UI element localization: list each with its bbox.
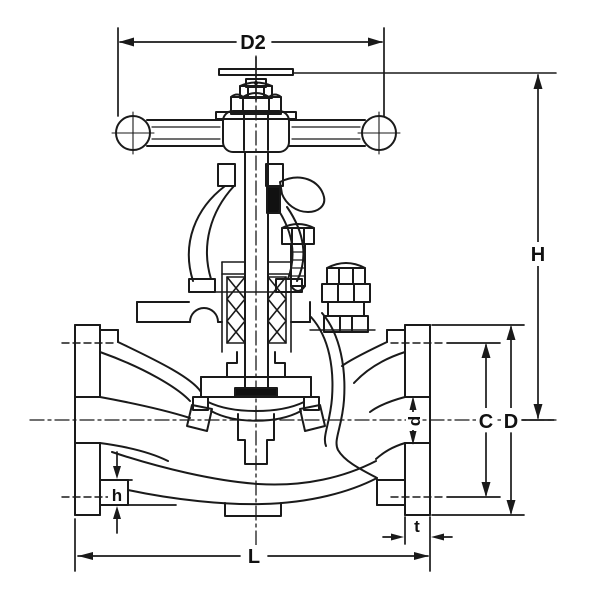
dimension-t [382, 516, 453, 545]
dimension-d-flange [431, 324, 525, 516]
stuffing-box-packing [221, 261, 292, 353]
dimension-h [521, 74, 555, 421]
dim-label-height: H [531, 244, 545, 266]
dimension-d2 [117, 27, 385, 117]
bottom-boss [224, 502, 282, 517]
dimension-l [74, 516, 431, 572]
dim-label-hub: h [112, 486, 122, 505]
dim-label-flange-od: D [504, 411, 518, 433]
backseat-bushing [234, 387, 278, 397]
flange-right [376, 324, 446, 516]
seat-and-disc [186, 401, 326, 465]
dim-label-d2: D2 [240, 32, 266, 54]
dimension-arrowheads [78, 37, 543, 560]
label-halos [108, 242, 548, 567]
dim-label-length: L [248, 546, 260, 568]
stem-top-reference [218, 56, 557, 101]
dimension-lines [74, 27, 555, 572]
flange-left [61, 324, 129, 516]
dim-label-bolt-hole: d [405, 416, 424, 426]
yoke [187, 163, 326, 293]
stem-nut [230, 78, 282, 115]
body-partition-curve [321, 312, 378, 479]
dimension-h-hub [101, 451, 177, 534]
valve-body [74, 312, 431, 517]
bonnet-side-bolt [321, 262, 371, 333]
centerlines [29, 55, 557, 549]
dim-label-thickness: t [414, 517, 420, 536]
position-pointer [279, 176, 326, 213]
yoke-pivot-block [266, 186, 281, 214]
bonnet [136, 301, 320, 411]
dim-label-bolt-circle: C [479, 411, 493, 433]
handwheel [111, 110, 401, 155]
